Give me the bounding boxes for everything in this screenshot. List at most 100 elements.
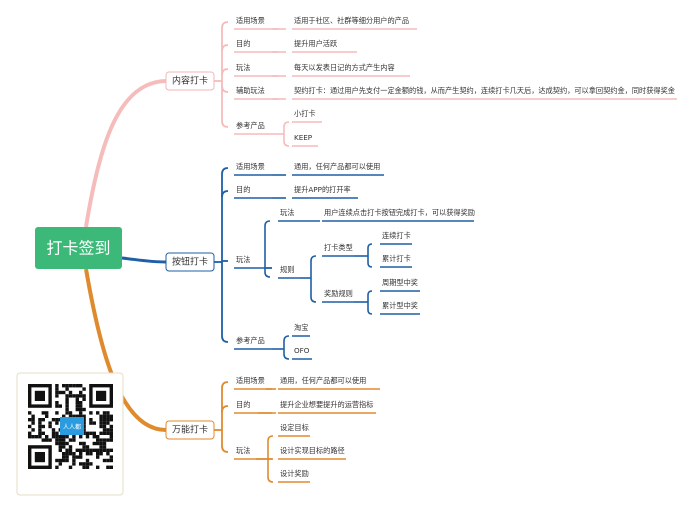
category-label: 适用场景 (236, 376, 265, 385)
qr-module (62, 441, 66, 446)
main-branch-connector (84, 79, 167, 228)
connector (283, 121, 290, 128)
connector (221, 335, 229, 343)
qr-module (79, 407, 83, 412)
qr-center-label: 人人都 (63, 423, 81, 431)
qr-module (92, 441, 96, 446)
qr-module (34, 435, 39, 439)
leaf-label: 累计打卡 (382, 254, 411, 263)
qr-module (41, 424, 45, 429)
qr-module (99, 431, 103, 435)
qr-module (65, 452, 69, 456)
qr-module (62, 390, 66, 395)
qr-module (58, 441, 62, 446)
qr-module (62, 452, 66, 456)
qr-module (38, 418, 42, 422)
qr-module (51, 428, 56, 432)
qr-module (31, 421, 35, 425)
detail-label: 小打卡 (294, 109, 316, 118)
detail-label: 设计实现目标的路径 (280, 446, 345, 455)
qr-module (79, 414, 83, 418)
category-label: 适用场景 (236, 16, 265, 25)
qr-module (102, 445, 107, 449)
qr-module (62, 414, 66, 418)
qr-module (79, 394, 83, 398)
qr-module (72, 462, 76, 466)
qr-module (75, 384, 79, 388)
qr-module (82, 418, 86, 422)
qr-module (62, 384, 66, 388)
rule-label: 打卡类型 (324, 243, 353, 252)
qr-module (31, 414, 35, 418)
detail-label: 每天以发表日记的方式产生内容 (294, 63, 395, 72)
qr-module (65, 384, 69, 388)
qr-module (106, 418, 110, 422)
qr-module (68, 394, 73, 398)
qr-module (72, 438, 76, 442)
qr-module (31, 428, 35, 432)
detail-label: 通用，任何产品都可以使用 (294, 162, 380, 171)
qr-module (38, 421, 42, 425)
qr-module (99, 421, 103, 425)
qr-module (89, 452, 93, 456)
qr-module (65, 401, 69, 405)
qr-module (41, 431, 45, 435)
sub-category-label: 玩法 (280, 208, 294, 217)
qr-module (65, 441, 69, 446)
leaf-label: 周期型中奖 (382, 278, 418, 287)
qr-module (58, 390, 62, 395)
qr-module (55, 401, 59, 405)
qr-module (62, 455, 66, 459)
qr-module (68, 390, 73, 395)
qr-module (102, 414, 107, 418)
qr-module (89, 418, 93, 422)
qr-module (62, 445, 66, 449)
qr-module (48, 421, 52, 425)
qr-module (92, 448, 96, 452)
qr-module (41, 411, 45, 415)
qr-module (28, 418, 32, 422)
qr-module (102, 448, 107, 452)
category-label: 参考产品 (236, 336, 265, 345)
qr-module (106, 428, 110, 432)
qr-module (79, 462, 83, 466)
qr-module (75, 414, 79, 418)
qr-code-card: 人人都 (16, 372, 124, 496)
root-node-label: 打卡签到 (46, 239, 110, 258)
category-label: 目的 (236, 400, 250, 409)
qr-module (109, 424, 113, 429)
detail-label: OFO (294, 346, 310, 355)
connector (264, 220, 271, 227)
qr-module (65, 448, 69, 452)
qr-module (102, 411, 107, 415)
qr-module (82, 387, 86, 391)
qr-module (109, 428, 113, 432)
qr-module (48, 424, 52, 429)
category-label: 适用场景 (236, 162, 265, 171)
qr-module (109, 414, 113, 418)
qr-module (68, 452, 73, 456)
root-node (35, 227, 122, 269)
qr-module (85, 458, 90, 463)
qr-module (58, 448, 62, 452)
category-label: 玩法 (236, 446, 250, 455)
connector (283, 335, 290, 342)
qr-module (82, 441, 86, 446)
qr-module (96, 438, 100, 442)
connector (367, 262, 373, 268)
qr-module (85, 462, 90, 466)
qr-module (99, 438, 103, 442)
qr-module (55, 458, 59, 463)
qr-module (79, 411, 83, 415)
qr-module (92, 435, 96, 439)
qr-module (99, 418, 103, 422)
qr-module (68, 414, 73, 418)
qr-module (75, 401, 79, 405)
main-branch-connector (121, 256, 167, 264)
qr-module (72, 414, 76, 418)
qr-module (85, 452, 90, 456)
qr-module (75, 397, 79, 401)
qr-module (96, 465, 100, 469)
qr-module (79, 441, 83, 446)
qr-module (65, 411, 69, 415)
